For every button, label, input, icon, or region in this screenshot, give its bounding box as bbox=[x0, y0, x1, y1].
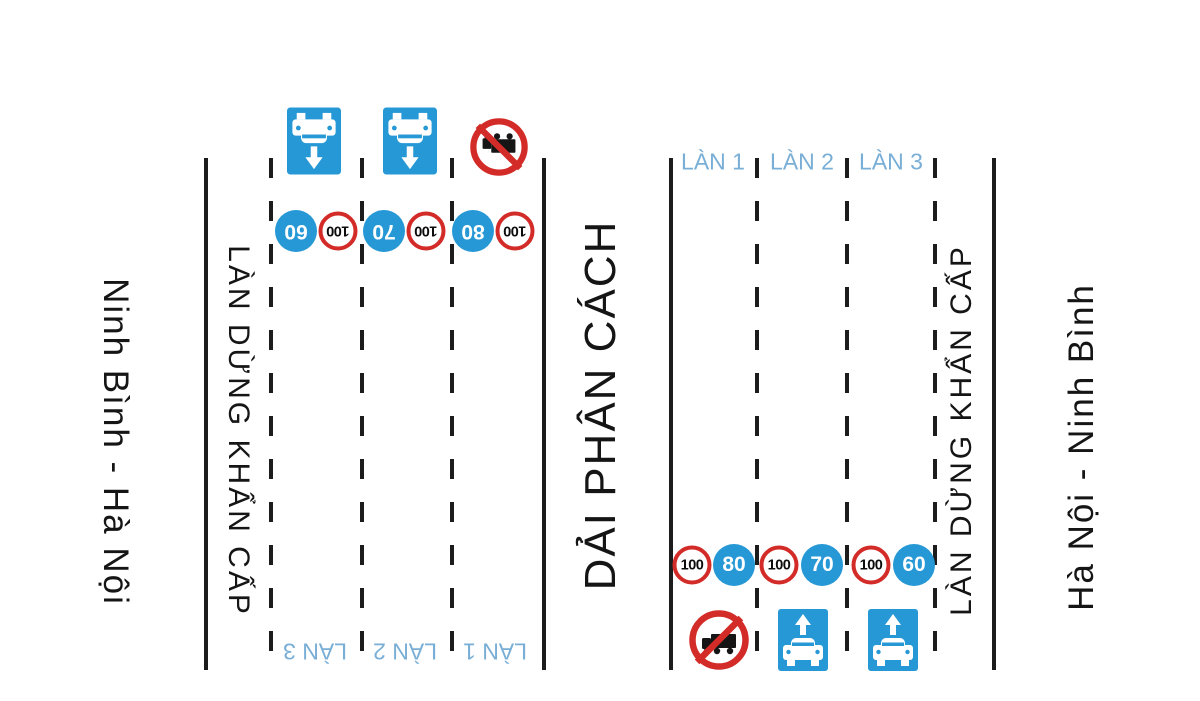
median-label: DẢI PHÂN CÁCH bbox=[576, 219, 625, 591]
left-lane-divider-1 bbox=[269, 158, 273, 670]
right-lane-divider-3 bbox=[933, 158, 937, 670]
right-lane-divider-1 bbox=[755, 158, 759, 670]
max-speed-sign: 100 bbox=[318, 211, 358, 251]
car-lane-sign bbox=[383, 106, 437, 176]
right-direction-label: Hà Nội - Ninh Bình bbox=[1062, 283, 1101, 611]
max-speed-sign: 100 bbox=[495, 211, 535, 251]
car-up-arrow-icon bbox=[383, 107, 437, 175]
no-truck-icon bbox=[689, 610, 749, 670]
lane-label: LÀN 3 bbox=[854, 148, 928, 176]
car-lane-sign bbox=[778, 609, 828, 671]
right-road-inner-line bbox=[669, 158, 673, 670]
min-speed-sign: 80 bbox=[452, 210, 494, 252]
min-speed-sign: 70 bbox=[363, 210, 405, 252]
up-arrow-icon bbox=[401, 146, 419, 170]
max-speed-sign: 100 bbox=[851, 545, 891, 585]
car-up-arrow-icon bbox=[287, 107, 341, 175]
left-lane-divider-2 bbox=[360, 158, 364, 670]
car-up-arrow-icon bbox=[868, 609, 918, 671]
up-arrow-icon bbox=[795, 614, 811, 635]
up-arrow-icon bbox=[305, 146, 323, 170]
min-speed-sign: 80 bbox=[713, 544, 755, 586]
lane-label: LÀN 2 bbox=[765, 148, 839, 176]
lane-label: LÀN 3 bbox=[278, 637, 352, 665]
prohibition-slash-icon bbox=[694, 615, 744, 665]
right-lane-divider-2 bbox=[845, 158, 849, 670]
lane-label: LÀN 1 bbox=[676, 148, 750, 176]
right-emergency-lane-label: LÀN DỪNG KHẨN CẤP bbox=[945, 244, 978, 616]
left-road-inner-line bbox=[542, 158, 546, 670]
lane-label: LÀN 1 bbox=[458, 637, 532, 665]
right-road-outer-line bbox=[992, 158, 996, 670]
min-speed-sign: 70 bbox=[801, 544, 843, 586]
up-arrow-icon bbox=[885, 614, 901, 635]
car-lane-sign bbox=[868, 609, 918, 671]
min-speed-sign: 60 bbox=[893, 544, 935, 586]
no-trucks-sign bbox=[689, 610, 749, 670]
left-direction-label: Ninh Bình - Hà Nội bbox=[96, 278, 135, 606]
no-truck-icon bbox=[470, 118, 528, 176]
left-road-outer-line bbox=[204, 158, 208, 670]
max-speed-sign: 100 bbox=[406, 211, 446, 251]
left-lane-divider-3 bbox=[450, 158, 454, 670]
min-speed-sign: 60 bbox=[275, 210, 317, 252]
lane-label: LÀN 2 bbox=[368, 637, 442, 665]
max-speed-sign: 100 bbox=[672, 545, 712, 585]
car-up-arrow-icon bbox=[778, 609, 828, 671]
prohibition-slash-icon bbox=[475, 123, 523, 171]
max-speed-sign: 100 bbox=[759, 545, 799, 585]
no-trucks-sign bbox=[470, 118, 528, 176]
left-emergency-lane-label: LÀN DỪNG KHẨN CẤP bbox=[222, 245, 255, 617]
car-lane-sign bbox=[287, 106, 341, 176]
